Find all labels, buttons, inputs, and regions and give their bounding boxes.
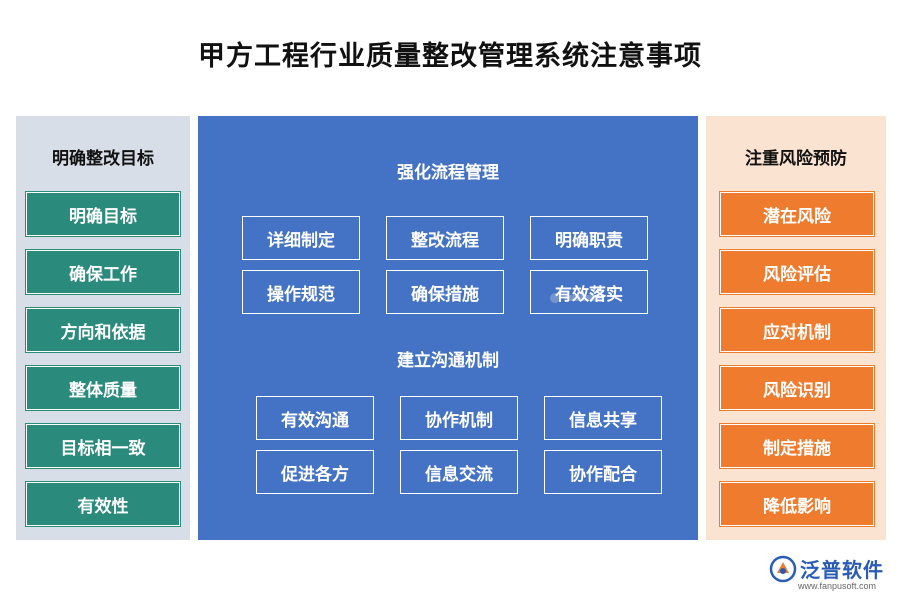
section1-item: 详细制定 [242,216,360,260]
section2-item: 协作机制 [400,396,518,440]
right-item: 风险评估 [720,250,874,294]
section1-item: 操作规范 [242,270,360,314]
right-panel: 注重风险预防 潜在风险 风险评估 应对机制 风险识别 制定措施 降低影响 [706,116,886,540]
section1-item: 整改流程 [386,216,504,260]
section1-heading: 强化流程管理 [397,163,499,183]
left-panel: 明确整改目标 明确目标 确保工作 方向和依据 整体质量 目标相一致 有效性 [16,116,190,540]
left-item: 有效性 [26,482,180,526]
center-panel: 强化流程管理 详细制定 整改流程 明确职责 操作规范 确保措施 有效落实 建立沟… [198,116,698,540]
section2-item: 促进各方 [256,450,374,494]
brand-name: 泛普软件 [800,558,884,582]
left-item: 明确目标 [26,192,180,236]
section2-item: 信息共享 [544,396,662,440]
brand-url: www.fanpusoft.com [798,581,877,591]
right-item: 风险识别 [720,366,874,410]
right-item: 应对机制 [720,308,874,352]
left-item: 确保工作 [26,250,180,294]
right-item: 制定措施 [720,424,874,468]
section1-item: 确保措施 [386,270,504,314]
brand-logo: 泛普软件 www.fanpusoft.com [768,552,894,594]
right-item: 潜在风险 [720,192,874,236]
right-item: 降低影响 [720,482,874,526]
left-item: 目标相一致 [26,424,180,468]
watermark-logo [550,290,610,306]
section2-item: 有效沟通 [256,396,374,440]
section1-item: 有效落实 [530,270,648,314]
section2-item: 信息交流 [400,450,518,494]
left-item: 方向和依据 [26,308,180,352]
section2-item: 协作配合 [544,450,662,494]
right-panel-heading: 注重风险预防 [745,149,847,169]
section2-heading: 建立沟通机制 [397,351,499,371]
fanpu-logo-icon [769,555,797,583]
left-panel-heading: 明确整改目标 [52,149,154,169]
page-title: 甲方工程行业质量整改管理系统注意事项 [198,41,702,72]
section1-item: 明确职责 [530,216,648,260]
left-item: 整体质量 [26,366,180,410]
